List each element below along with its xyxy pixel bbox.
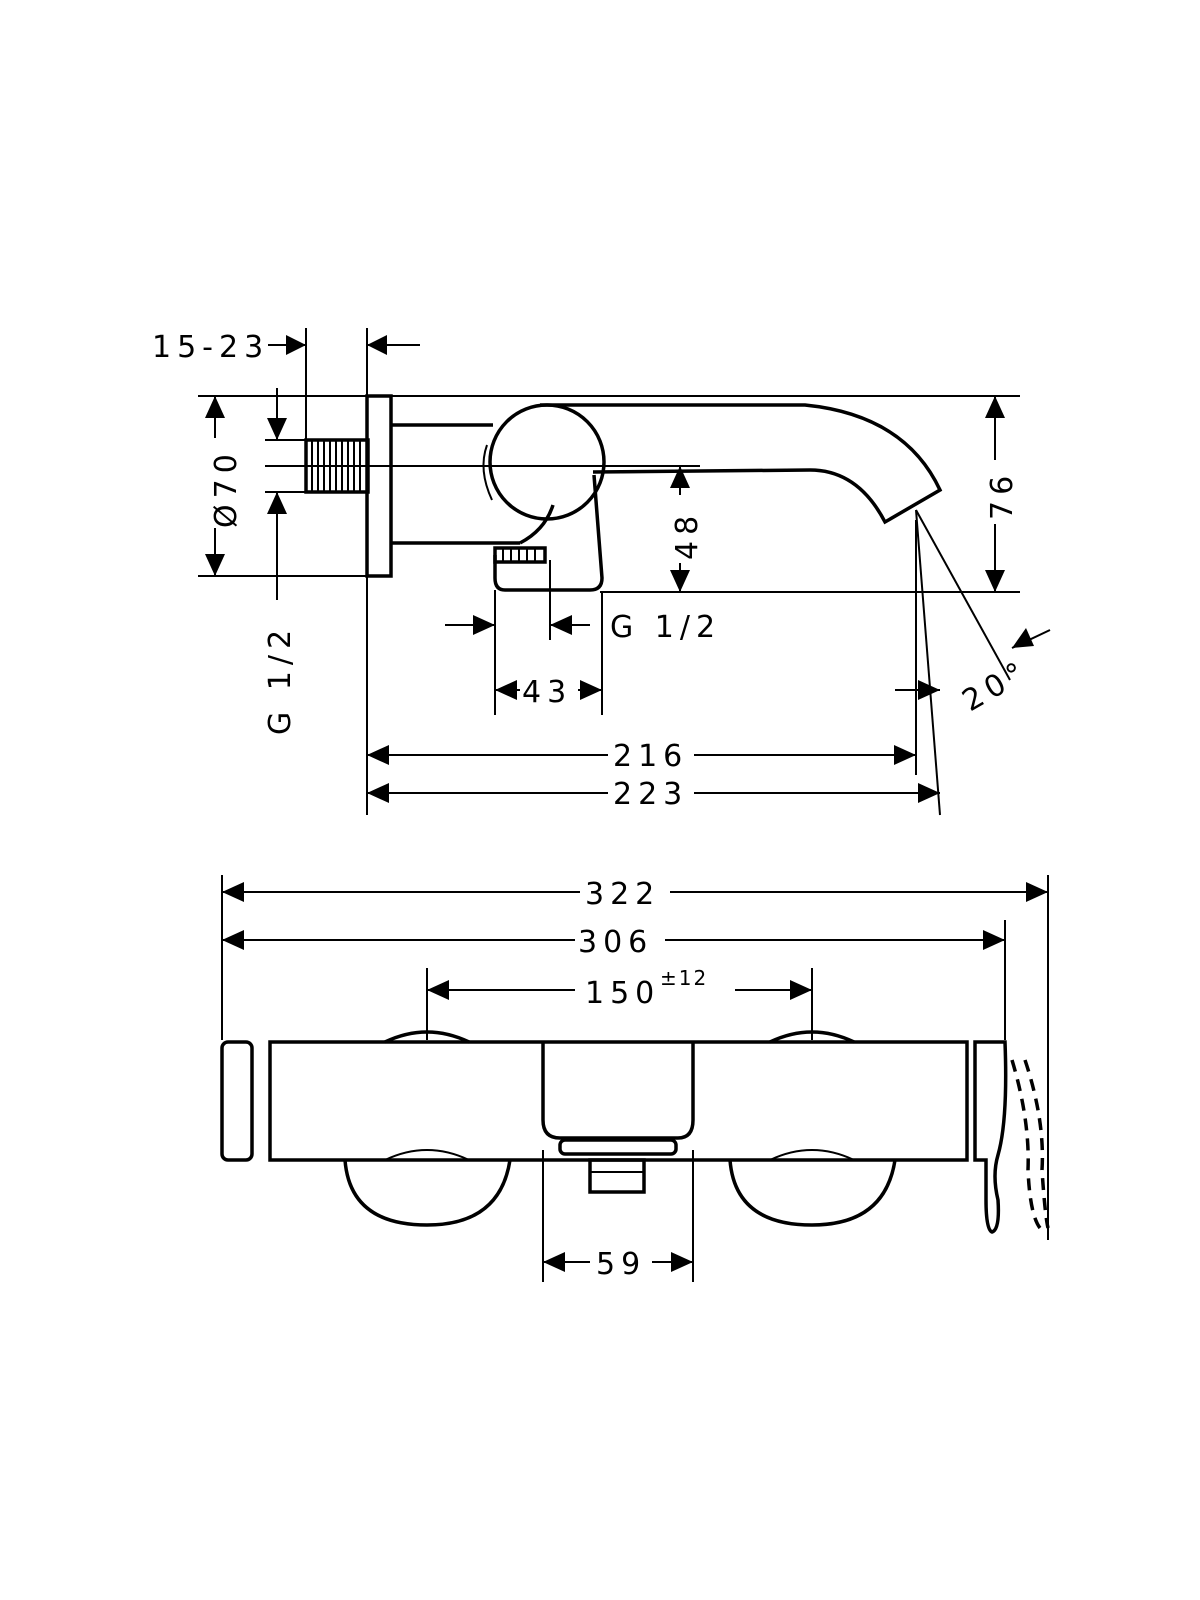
handle-knob <box>488 403 606 521</box>
side-extension-lines <box>198 328 1020 816</box>
dim-thread-bottom: G 1/2 <box>610 610 721 645</box>
dim-height-total: 76 <box>985 470 1020 520</box>
dim-spout-projection: 216 <box>613 739 688 774</box>
dim-flange-diameter: Ø70 <box>209 448 244 528</box>
dim-outlet-spacing: 43 <box>522 675 572 710</box>
end-cap <box>220 1040 254 1162</box>
dim-overall-width: 322 <box>585 877 660 912</box>
dim-thread-left: G 1/2 <box>263 624 298 735</box>
mixer-bar <box>268 1040 969 1162</box>
water-stream <box>1010 1059 1050 1230</box>
top-extension-lines <box>221 875 1049 1282</box>
side-view: 15-23 Ø70 G 1/2 76 48 G 1/2 <box>152 328 1051 816</box>
mixer-body <box>391 423 520 545</box>
dim-overall-projection: 223 <box>613 777 688 812</box>
centre-block <box>541 1042 695 1140</box>
handle-right <box>769 1030 855 1044</box>
spout-plate <box>973 1040 1008 1234</box>
spout <box>540 403 943 525</box>
wall-flange <box>365 394 393 578</box>
dim-wall-depth: 15-23 <box>152 330 269 365</box>
dim-height-outlet: 48 <box>670 510 705 560</box>
dim-centres: 150 <box>585 976 660 1011</box>
dim-centres-tolerance: ±12 <box>660 966 708 990</box>
handle-left <box>384 1030 470 1044</box>
top-view: 322 306 150 ±12 59 <box>220 874 1050 1282</box>
dim-outlet-width: 59 <box>596 1247 646 1282</box>
dim-spray-angle: 20° <box>957 653 1036 719</box>
lower-body <box>493 474 604 592</box>
dim-body-width: 306 <box>578 925 653 960</box>
centre-connector <box>588 1158 646 1194</box>
centre-outlet-grille <box>558 1138 678 1156</box>
